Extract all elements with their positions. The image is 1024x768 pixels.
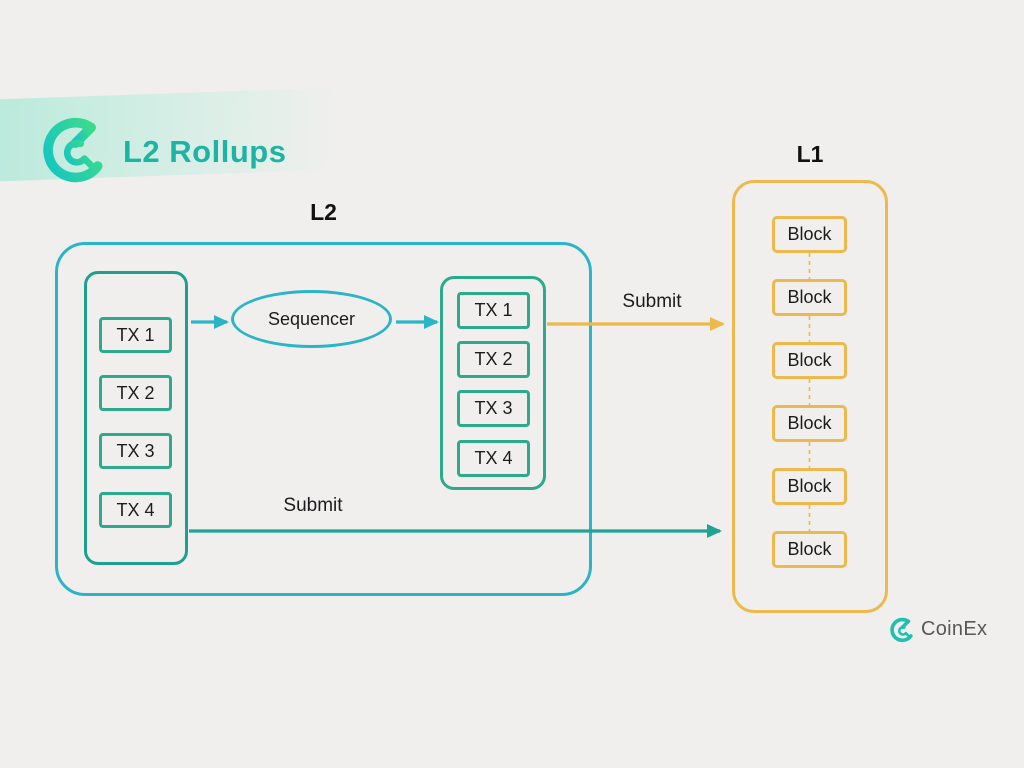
batch-tx-box: TX 1 bbox=[457, 292, 530, 329]
batch-tx-box: TX 2 bbox=[457, 341, 530, 378]
l2-zone-label: L2 bbox=[310, 199, 337, 225]
l1-block-box: Block bbox=[772, 468, 847, 505]
mempool-tx-box: TX 2 bbox=[99, 375, 172, 411]
submit-label-bottom: Submit bbox=[283, 495, 343, 516]
coinex-logo-icon bbox=[43, 117, 103, 183]
batch-tx-box: TX 3 bbox=[457, 390, 530, 427]
l1-block-box: Block bbox=[772, 531, 847, 568]
l1-block-box: Block bbox=[772, 405, 847, 442]
l1-block-box: Block bbox=[772, 342, 847, 379]
sequencer-node: Sequencer bbox=[231, 290, 392, 348]
footer-brand-text: CoinEx bbox=[921, 618, 988, 640]
mempool-container bbox=[84, 271, 188, 565]
l1-container bbox=[732, 180, 888, 613]
l2-container bbox=[55, 242, 592, 596]
l1-block-box: Block bbox=[772, 216, 847, 253]
mempool-tx-box: TX 4 bbox=[99, 492, 172, 528]
mempool-tx-box: TX 3 bbox=[99, 433, 172, 469]
mempool-tx-box: TX 1 bbox=[99, 317, 172, 353]
coinex-footer-logo-icon bbox=[890, 617, 913, 643]
page-title: L2 Rollups bbox=[123, 134, 287, 169]
batch-tx-box: TX 4 bbox=[457, 440, 530, 477]
l1-block-box: Block bbox=[772, 279, 847, 316]
submit-label-top: Submit bbox=[622, 291, 682, 312]
l1-zone-label: L1 bbox=[796, 141, 824, 167]
sequencer-label: Sequencer bbox=[267, 308, 356, 329]
batch-container bbox=[440, 276, 546, 490]
